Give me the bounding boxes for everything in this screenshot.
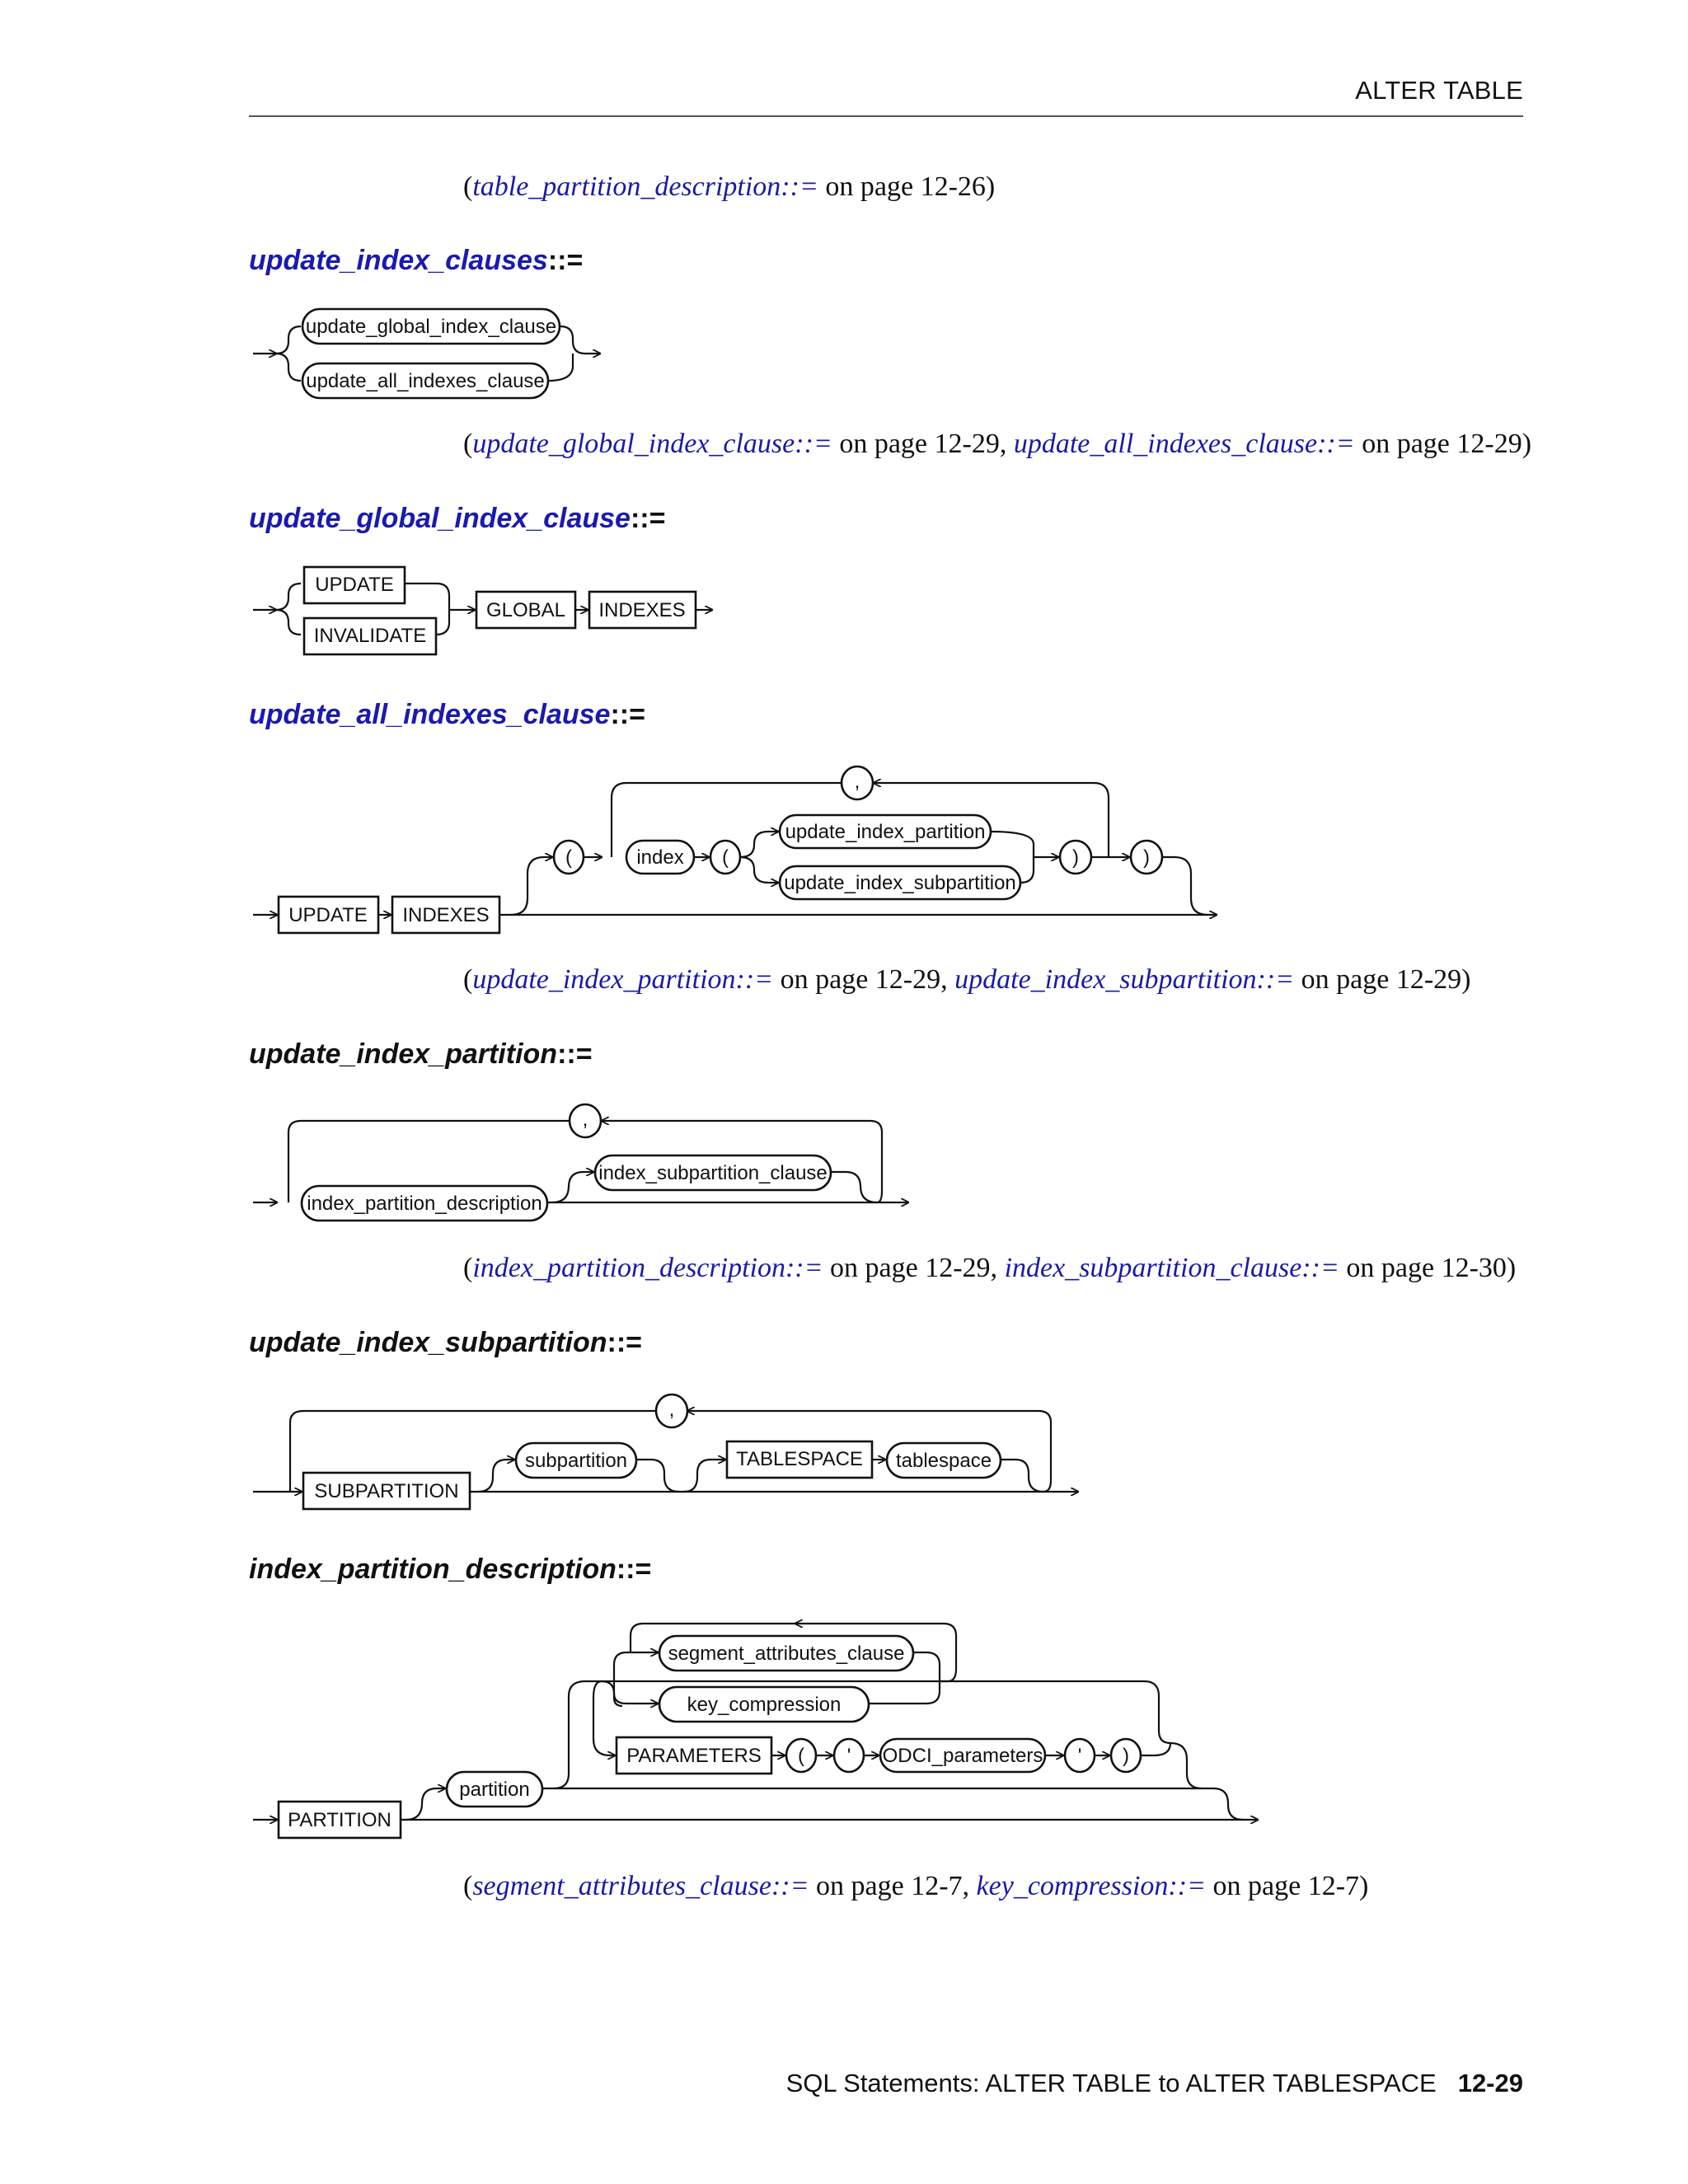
reference-link[interactable]: update_index_partition::= xyxy=(472,964,774,995)
keyword-node[interactable]: PARAMETERS xyxy=(626,1745,762,1767)
header-rule xyxy=(249,115,1523,117)
railroad-diagram-update-index-subpartition: SUBPARTITION subpartition TABLESPACE tab… xyxy=(253,1393,1688,1511)
keyword-node[interactable]: SUBPARTITION xyxy=(314,1480,458,1502)
syntax-heading: update_global_index_clause::= xyxy=(249,503,666,534)
cross-reference: (index_partition_description::= on page … xyxy=(463,1253,1517,1283)
syntax-heading: update_all_indexes_clause::= xyxy=(249,699,645,730)
syntax-name-link[interactable]: update_all_indexes_clause xyxy=(249,699,611,730)
cross-reference: (update_global_index_clause::= on page 1… xyxy=(463,429,1532,459)
reference-link[interactable]: update_all_indexes_clause::= xyxy=(1013,429,1355,459)
keyword-node[interactable]: GLOBAL xyxy=(486,599,565,621)
cross-reference: (segment_attributes_clause::= on page 12… xyxy=(463,1871,1369,1901)
nonterminal-node[interactable]: update_global_index_clause xyxy=(306,316,556,338)
nonterminal-node[interactable]: update_all_indexes_clause xyxy=(306,370,545,392)
nonterminal-node[interactable]: index xyxy=(636,846,683,869)
terminal-node[interactable]: ) xyxy=(1143,846,1150,869)
nonterminal-node[interactable]: tablespace xyxy=(896,1450,992,1472)
keyword-node[interactable]: INVALIDATE xyxy=(314,625,426,647)
nonterminal-node[interactable]: key_compression xyxy=(687,1694,842,1716)
syntax-name: update_index_subpartition xyxy=(249,1327,607,1358)
keyword-node[interactable]: INDEXES xyxy=(598,599,685,621)
keyword-node[interactable]: PARTITION xyxy=(288,1809,392,1831)
syntax-heading: update_index_clauses::= xyxy=(249,245,584,276)
terminal-node[interactable]: ( xyxy=(798,1745,804,1767)
running-header: ALTER TABLE xyxy=(1355,76,1523,105)
reference-link[interactable]: segment_attributes_clause::= xyxy=(472,1871,809,1901)
nonterminal-node[interactable]: update_index_partition xyxy=(785,821,986,843)
reference-link[interactable]: index_partition_description::= xyxy=(472,1253,823,1283)
cross-reference: (table_partition_description::= on page … xyxy=(463,171,996,202)
nonterminal-node[interactable]: partition xyxy=(459,1779,529,1801)
reference-link[interactable]: key_compression::= xyxy=(976,1871,1207,1901)
railroad-diagram-update-index-clauses: update_global_index_clause update_all_in… xyxy=(253,307,1688,400)
nonterminal-node[interactable]: ODCI_parameters xyxy=(883,1745,1043,1767)
keyword-node[interactable]: TABLESPACE xyxy=(736,1448,863,1470)
terminal-node[interactable]: ) xyxy=(1123,1745,1129,1767)
nonterminal-node[interactable]: subpartition xyxy=(525,1450,627,1472)
syntax-name: index_partition_description xyxy=(249,1554,617,1585)
reference-link[interactable]: table_partition_description::= xyxy=(472,171,818,202)
syntax-heading: index_partition_description::= xyxy=(249,1554,652,1585)
reference-link[interactable]: update_index_subpartition::= xyxy=(954,964,1295,995)
terminal-node[interactable]: ( xyxy=(565,846,572,869)
terminal-node[interactable]: ( xyxy=(722,846,729,869)
terminal-node[interactable]: , xyxy=(583,1108,588,1131)
terminal-node[interactable]: , xyxy=(669,1399,675,1421)
keyword-node[interactable]: UPDATE xyxy=(315,574,394,596)
terminal-node[interactable]: ' xyxy=(1078,1745,1082,1767)
syntax-heading: update_index_subpartition::= xyxy=(249,1327,642,1358)
nonterminal-node[interactable]: update_index_subpartition xyxy=(784,872,1016,894)
page-footer: SQL Statements: ALTER TABLE to ALTER TAB… xyxy=(786,2069,1523,2098)
railroad-diagram-update-all-indexes-clause: UPDATE INDEXES ( index ( update_index_pa… xyxy=(253,765,1688,935)
syntax-heading: update_index_partition::= xyxy=(249,1038,593,1070)
reference-link[interactable]: update_global_index_clause::= xyxy=(472,429,832,459)
nonterminal-node[interactable]: index_partition_description xyxy=(307,1193,542,1215)
cross-reference: (update_index_partition::= on page 12-29… xyxy=(463,964,1471,995)
nonterminal-node[interactable]: segment_attributes_clause xyxy=(668,1643,905,1665)
footer-title: SQL Statements: ALTER TABLE to ALTER TAB… xyxy=(785,2069,1437,2097)
terminal-node[interactable]: , xyxy=(855,771,860,793)
railroad-diagram-update-index-partition: index_partition_description index_subpar… xyxy=(253,1103,1688,1222)
railroad-diagram-update-global-index-clause: UPDATE INVALIDATE GLOBAL INDEXES xyxy=(253,565,1688,656)
syntax-name: update_index_partition xyxy=(249,1038,558,1070)
page-number: 12-29 xyxy=(1457,2069,1523,2097)
syntax-name-link[interactable]: update_index_clauses xyxy=(249,245,548,276)
terminal-node[interactable]: ' xyxy=(847,1745,851,1767)
railroad-diagram-index-partition-description: PARTITION partition segment_attributes_c… xyxy=(253,1607,1688,1840)
terminal-node[interactable]: ) xyxy=(1072,846,1079,869)
keyword-node[interactable]: UPDATE xyxy=(288,904,368,926)
nonterminal-node[interactable]: index_subpartition_clause xyxy=(598,1162,828,1184)
reference-link[interactable]: index_subpartition_clause::= xyxy=(1004,1253,1339,1283)
syntax-name-link[interactable]: update_global_index_clause xyxy=(249,503,631,534)
keyword-node[interactable]: INDEXES xyxy=(402,904,489,926)
